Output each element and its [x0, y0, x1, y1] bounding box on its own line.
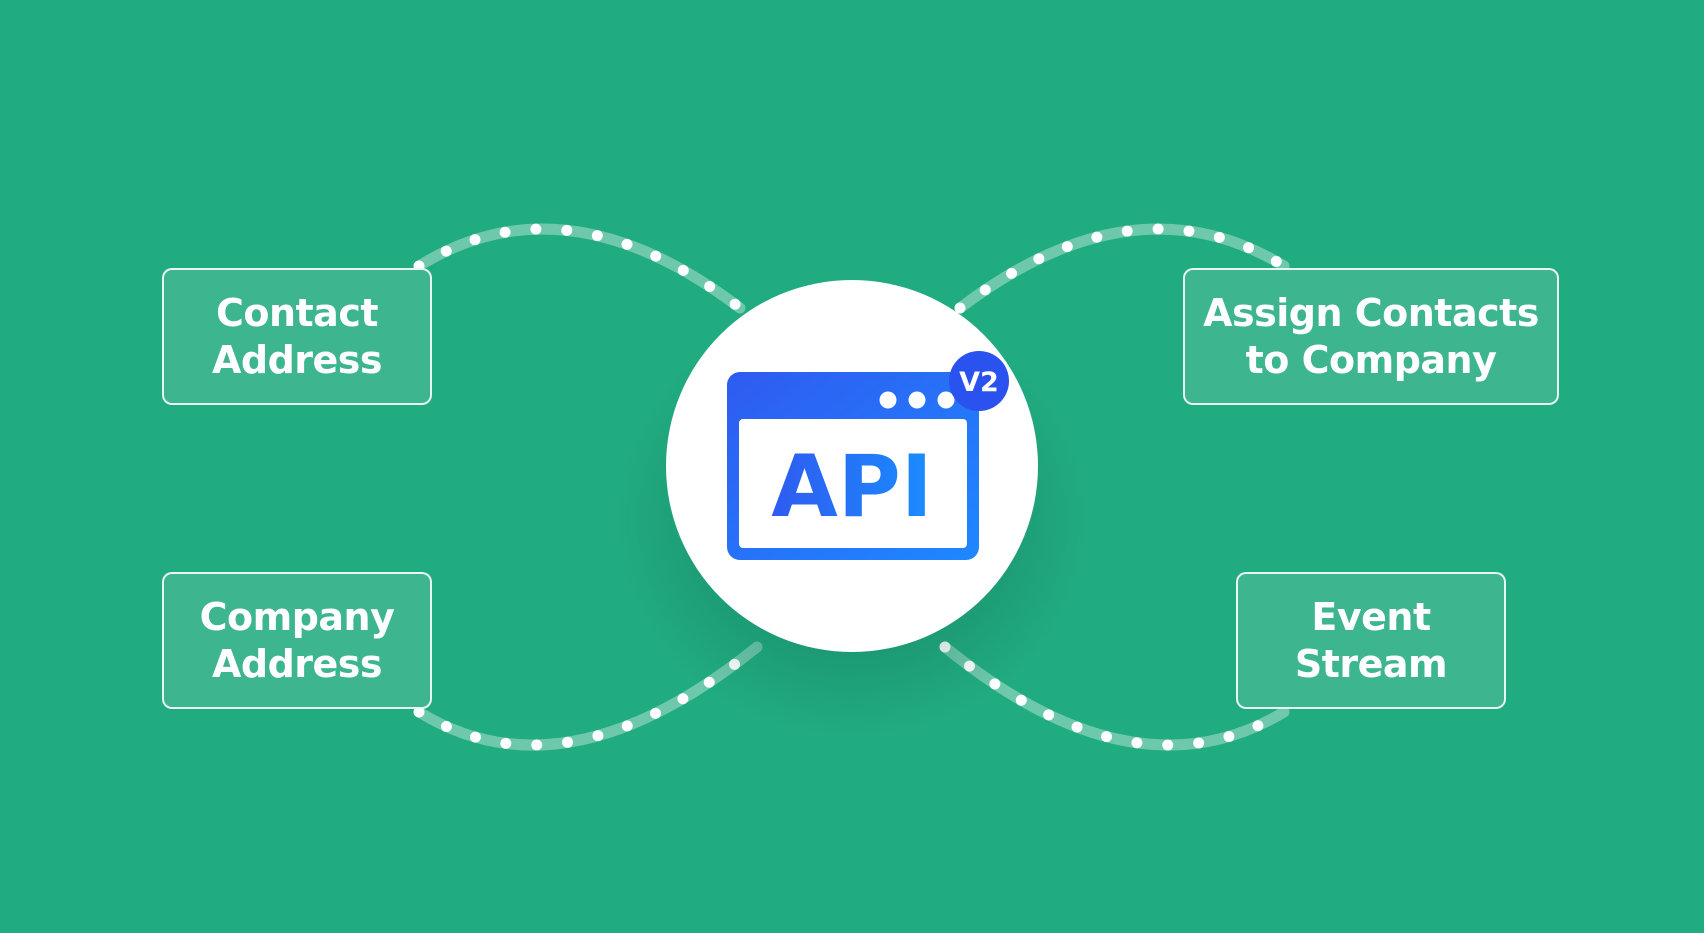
node-contact-address: Contact Address	[162, 268, 432, 405]
node-assign-contacts: Assign Contacts to Company	[1183, 268, 1559, 405]
connector-arc-contact	[413, 223, 746, 314]
window-dot-icon	[937, 391, 955, 409]
node-label-line: Assign Contacts	[1203, 290, 1539, 335]
node-label-line: Address	[211, 641, 383, 686]
node-company-address: Company Address	[162, 572, 432, 709]
window-dot-icon	[879, 391, 897, 409]
node-label-line: Event	[1311, 594, 1431, 639]
node-label-line: Contact	[215, 290, 379, 335]
window-dot-icon	[908, 391, 926, 409]
node-label-line: to Company	[1245, 337, 1497, 382]
node-label-line: Stream	[1294, 641, 1448, 686]
node-label-line: Address	[211, 337, 383, 382]
api-window-icon: API	[727, 372, 979, 560]
version-badge: V2	[949, 351, 1009, 411]
node-event-stream: Event Stream	[1236, 572, 1506, 709]
node-label-line: Company	[199, 594, 395, 639]
connector-arc-assign	[954, 223, 1290, 314]
api-label: API	[771, 437, 933, 537]
version-badge-label: V2	[959, 367, 999, 398]
